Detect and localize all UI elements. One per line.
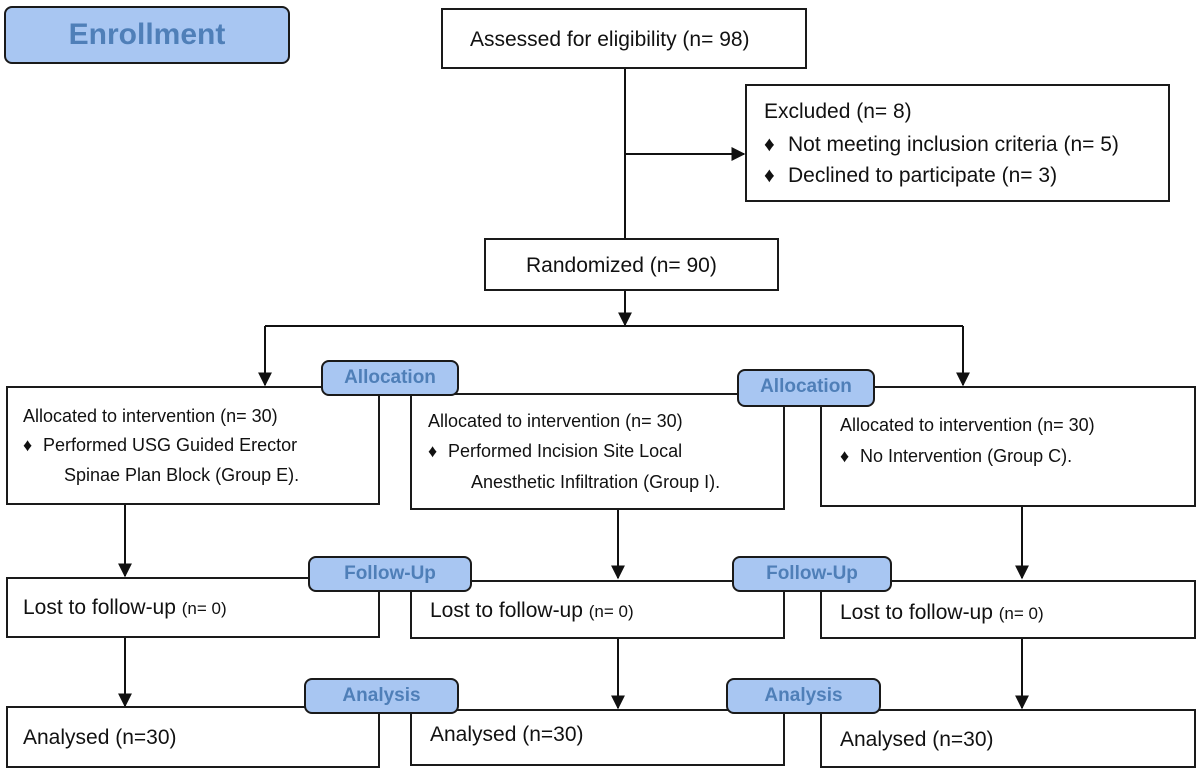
group-detail: ♦ Performed Incision Site Local [428, 441, 682, 462]
excluded-item: ♦ Declined to participate (n= 3) [764, 164, 1057, 188]
group-detail-line1: No Intervention (Group C). [860, 446, 1073, 466]
randomized-text: Randomized (n= 90) [526, 254, 717, 277]
analysis-label: Analysis [304, 678, 459, 714]
lost-text: Lost to follow-up (n= 0) [23, 596, 227, 620]
allocation-label: Allocation [737, 369, 875, 407]
group-detail-line2: Spinae Plan Block (Group E). [64, 465, 300, 485]
analysis-label: Analysis [726, 678, 881, 714]
enrollment-label-text: Enrollment [68, 18, 226, 51]
assessed-text: Assessed for eligibility (n= 98) [470, 28, 750, 51]
allocation-label-text: Allocation [344, 367, 436, 388]
followup-box-group-e: Lost to follow-up (n= 0) [6, 577, 380, 638]
analysis-box-group-c: Analysed (n=30) [820, 709, 1196, 768]
allocated-text: Allocated to intervention (n= 30) [23, 406, 278, 426]
analysis-box-group-e: Analysed (n=30) [6, 706, 380, 768]
bullet-icon: ♦ [23, 435, 33, 455]
randomized-box: Randomized (n= 90) [484, 238, 779, 291]
excluded-item: ♦ Not meeting inclusion criteria (n= 5) [764, 133, 1119, 157]
lost-text: Lost to follow-up (n= 0) [840, 601, 1044, 625]
excluded-item-text: Declined to participate (n= 3) [788, 164, 1058, 187]
excluded-box: Excluded (n= 8) ♦ Not meeting inclusion c… [745, 84, 1170, 202]
analysed-text: Analysed (n=30) [23, 726, 177, 749]
group-detail-line2: Anesthetic Infiltration (Group I). [471, 472, 721, 492]
analysis-label-text: Analysis [764, 685, 843, 706]
enrollment-label: Enrollment [4, 6, 290, 64]
analysis-label-text: Analysis [342, 685, 421, 706]
group-detail-line1: Performed Incision Site Local [448, 441, 683, 461]
assessed-box: Assessed for eligibility (n= 98) [441, 8, 807, 69]
bullet-icon: ♦ [428, 441, 438, 461]
analysed-text: Analysed (n=30) [840, 728, 994, 751]
bullet-icon: ♦ [764, 133, 775, 156]
group-detail: ♦ No Intervention (Group C). [840, 446, 1072, 467]
allocation-box-group-i: Allocated to intervention (n= 30) ♦ Perfo… [410, 393, 785, 510]
lost-prefix: Lost to follow-up [840, 601, 999, 624]
analysis-box-group-i: Analysed (n=30) [410, 709, 785, 766]
lost-count: (n= 0) [588, 602, 634, 621]
group-detail: ♦ Performed USG Guided Erector [23, 435, 297, 456]
lost-count: (n= 0) [181, 599, 227, 618]
followup-label: Follow-Up [308, 556, 472, 592]
allocated-text: Allocated to intervention (n= 30) [428, 411, 683, 431]
followup-label: Follow-Up [732, 556, 892, 592]
allocation-box-group-e: Allocated to intervention (n= 30) ♦ Perfo… [6, 386, 380, 505]
allocation-label-text: Allocation [760, 376, 852, 397]
lost-prefix: Lost to follow-up [23, 596, 182, 619]
followup-label-text: Follow-Up [344, 563, 436, 584]
group-detail-line1: Performed USG Guided Erector [43, 435, 298, 455]
followup-label-text: Follow-Up [766, 563, 858, 584]
lost-prefix: Lost to follow-up [430, 599, 589, 622]
bullet-icon: ♦ [840, 446, 850, 466]
analysed-text: Analysed (n=30) [430, 723, 584, 746]
allocated-text: Allocated to intervention (n= 30) [840, 415, 1095, 435]
bullet-icon: ♦ [764, 164, 775, 187]
followup-box-group-i: Lost to follow-up (n= 0) [410, 580, 785, 639]
excluded-title: Excluded (n= 8) [764, 100, 912, 123]
allocation-label: Allocation [321, 360, 459, 396]
excluded-item-text: Not meeting inclusion criteria (n= 5) [788, 133, 1119, 156]
allocation-box-group-c: Allocated to intervention (n= 30) ♦ No In… [820, 386, 1196, 507]
lost-count: (n= 0) [998, 604, 1044, 623]
lost-text: Lost to follow-up (n= 0) [430, 599, 634, 623]
